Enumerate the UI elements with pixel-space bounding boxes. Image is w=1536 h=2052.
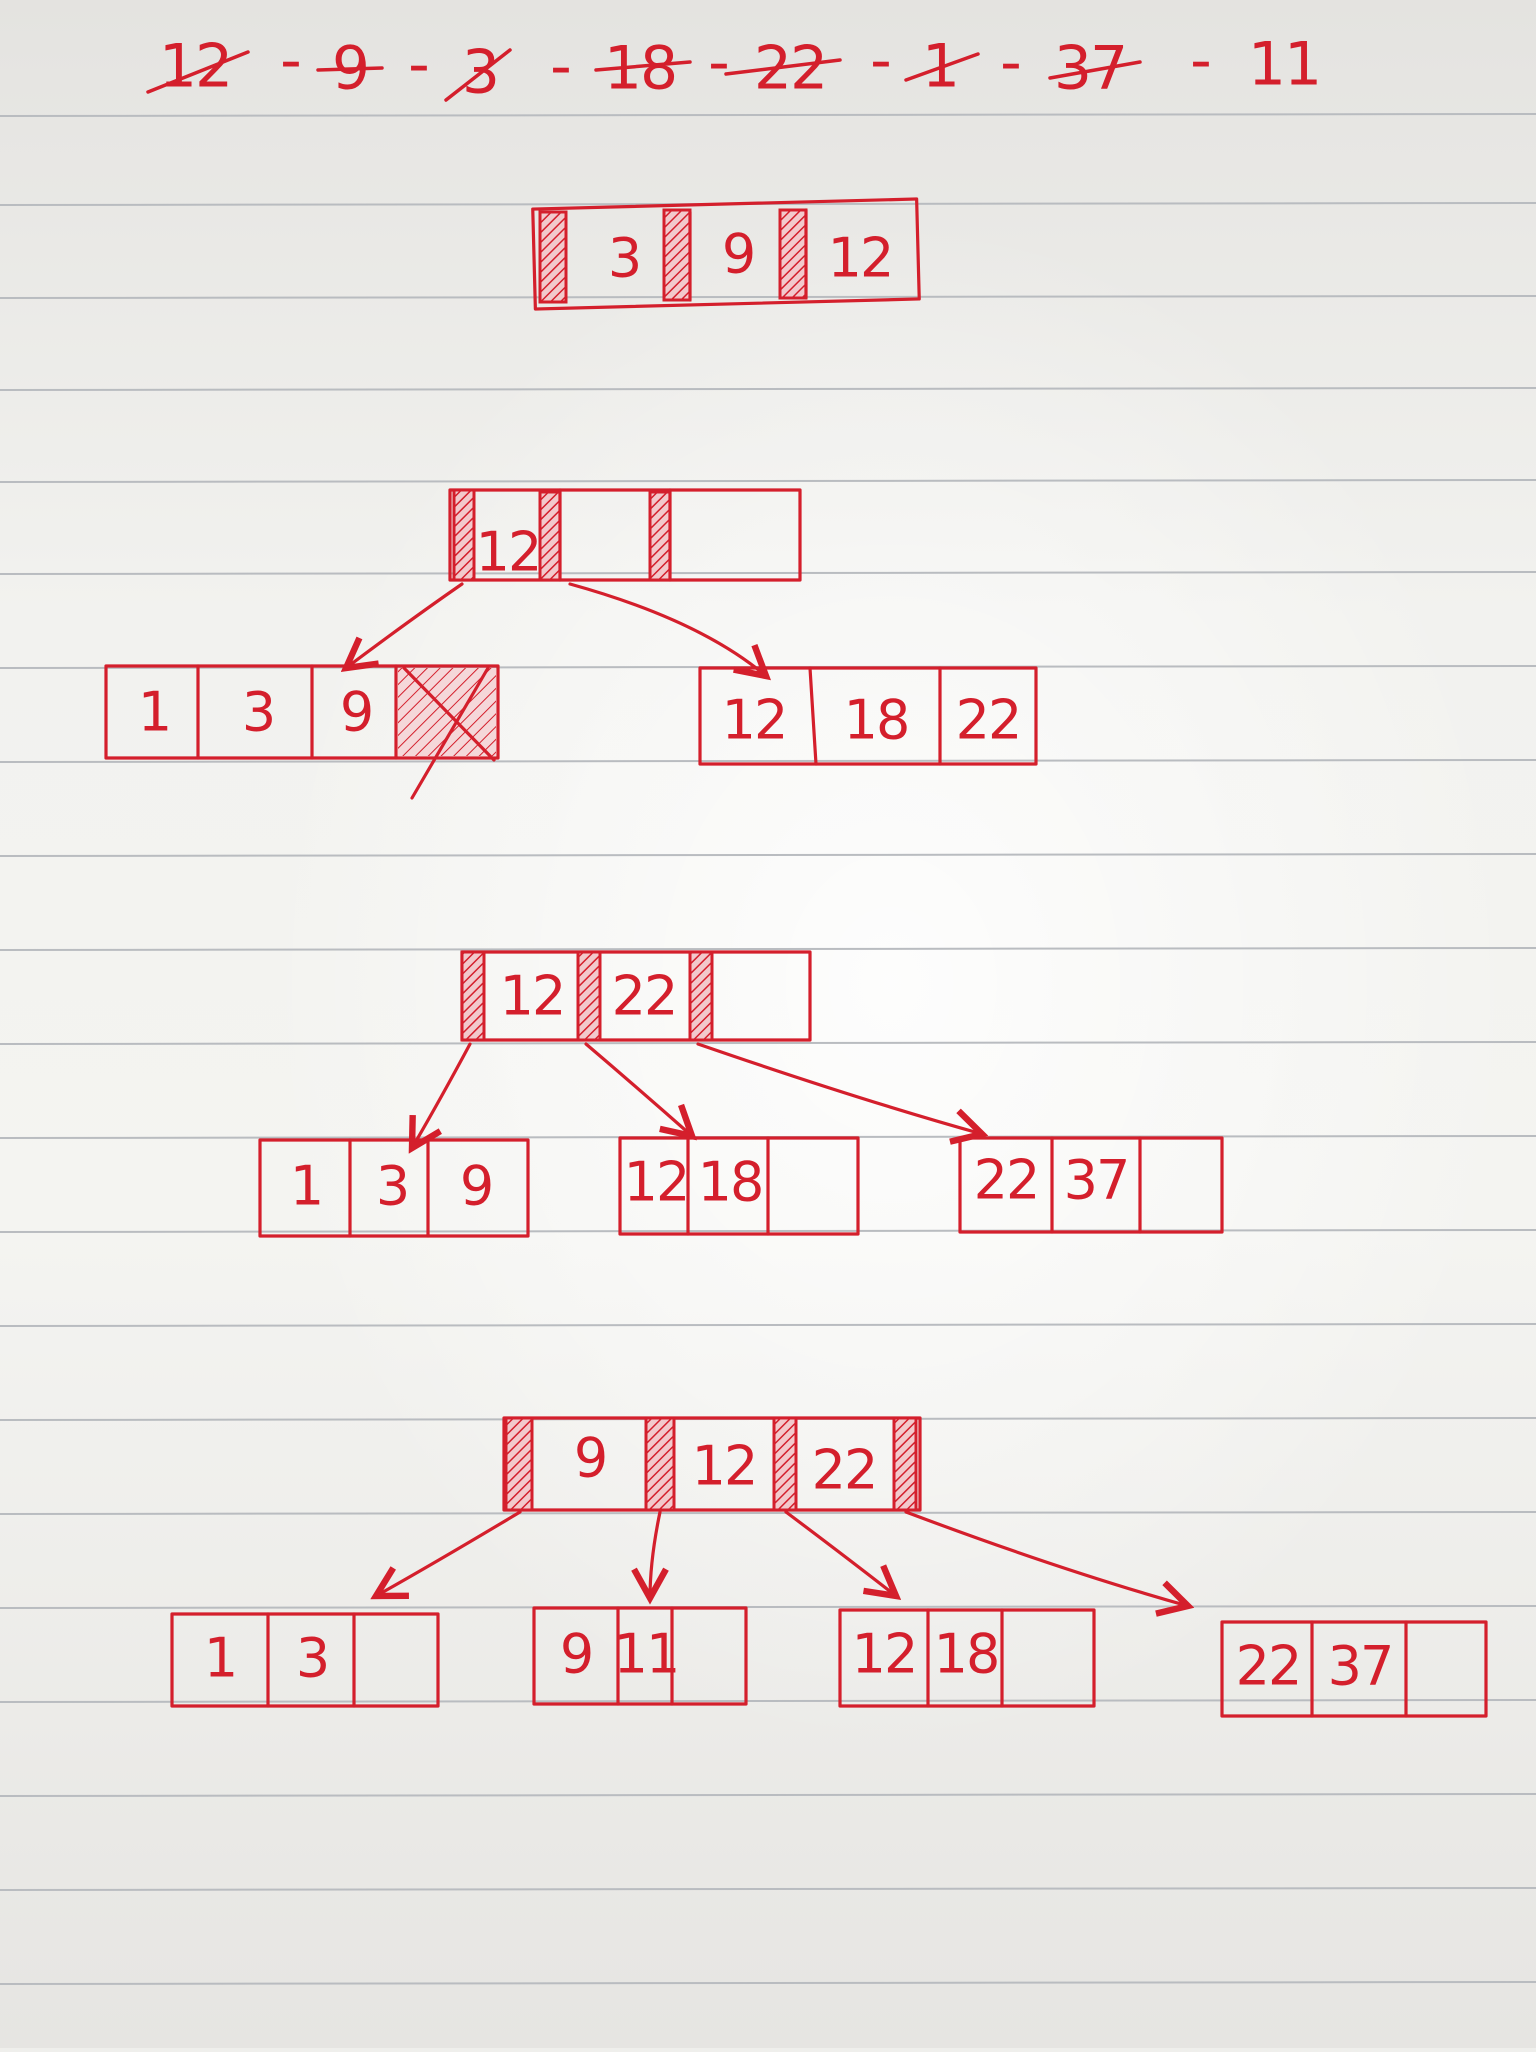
seq-sep-5: - [870,26,890,96]
step4-root-key-2: 12 [692,1435,757,1498]
step3-leaf1-key-3: 9 [460,1155,492,1218]
seq-22-strike [724,58,842,76]
step4-leaf-4: 22 37 [1220,1620,1488,1718]
step4-leaf2-key-2: 11 [614,1623,679,1686]
seq-18-strike [594,60,692,72]
step2-arrow-right [568,582,766,676]
pointer-slot [662,208,692,302]
step4-leaf4-key-2: 37 [1328,1635,1393,1698]
step2-root-key-1: 12 [476,521,541,584]
step2-leaf-2: 12 18 22 [698,666,1038,766]
step4-leaf2-key-1: 9 [560,1623,592,1686]
step4-leaf-2: 9 11 [532,1606,748,1706]
pointer-slot [538,490,562,582]
step3-leaf-1: 1 3 9 [258,1138,530,1238]
step4-leaf1-key-2: 3 [296,1627,328,1690]
seq-sep-1: - [280,26,300,96]
step3-arrow-1 [412,1042,472,1148]
step4-leaf3-key-2: 18 [934,1623,999,1686]
seq-37: 37 [1054,34,1126,104]
cross-mark [410,666,490,800]
step3-arrow-2 [584,1042,692,1136]
step1-key-1: 3 [608,227,640,290]
step1-key-2: 9 [722,223,754,286]
pointer-slot [688,950,714,1042]
step3-root-key-1: 12 [500,965,565,1028]
step4-leaf1-key-1: 1 [204,1627,236,1690]
pointer-slot [504,1416,534,1512]
step3-leaf3-key-1: 22 [974,1149,1039,1212]
step4-arrow-4 [904,1510,1188,1606]
pointer-slot [648,490,672,582]
step3-leaf-3: 22 37 [958,1136,1224,1234]
seq-sep-3: - [550,32,570,102]
seq-12: 12 [159,32,231,102]
step1-node: 3 9 12 [531,197,921,311]
insertion-sequence: 12 - 9 - 3 - 18 - 22 - 1 - 37 - 11 [146,26,1322,108]
step2-leaf2-key-3: 22 [956,689,1021,752]
step4-root-key-3: 22 [812,1439,877,1502]
cross-mark [402,666,496,762]
pointer-slot [772,1416,798,1512]
pointer-slot [538,210,568,304]
seq-12-strike [146,50,250,94]
step3-leaf3-key-2: 37 [1064,1149,1129,1212]
step3-root: 12 22 [460,950,812,1042]
step2-leaf2-key-2: 18 [844,689,909,752]
step4-root: 9 12 22 [502,1416,922,1512]
seq-11: 11 [1248,30,1320,100]
step2-tree: 12 1 3 9 12 18 22 [104,488,1038,800]
step2-root: 12 [448,488,802,584]
ruled-lines [0,113,1536,1985]
step2-leaf1-key-1: 1 [138,681,170,744]
seq-sep-7: - [1190,26,1210,96]
pointer-slot [460,950,486,1042]
seq-sep-6: - [1000,28,1020,98]
step2-arrow-left [346,582,464,668]
seq-sep-2: - [408,30,428,100]
step2-leaf1-key-2: 3 [242,681,274,744]
step3-leaf1-key-1: 1 [290,1155,322,1218]
step4-root-key-1: 9 [574,1427,606,1490]
seq-9-strike [316,66,384,72]
step3-tree: 12 22 1 3 9 12 18 22 37 [258,950,1224,1238]
pointer-slot [452,488,476,582]
step2-leaf-1: 1 3 9 [104,664,500,800]
seq-1-strike [904,52,980,82]
step4-tree: 9 12 22 1 3 9 11 12 18 [170,1416,1488,1718]
step3-leaf-2: 12 18 [618,1136,860,1236]
seq-sep-4: - [708,28,728,98]
step3-leaf2-key-2: 18 [698,1151,763,1214]
step4-leaf-3: 12 18 [838,1608,1096,1708]
step4-leaf-1: 1 3 [170,1612,440,1708]
seq-37-strike [1048,60,1142,80]
step3-arrow-3 [696,1042,982,1134]
step4-arrow-1 [376,1510,522,1596]
step3-leaf1-key-2: 3 [376,1155,408,1218]
step3-leaf2-key-1: 12 [624,1151,689,1214]
seq-3-strike [444,48,512,102]
step4-arrow-2 [650,1510,660,1598]
pointer-slot [892,1416,918,1512]
step2-leaf1-key-3: 9 [340,681,372,744]
step4-leaf3-key-1: 12 [852,1623,917,1686]
step1-key-3: 12 [828,227,893,290]
step2-leaf2-key-1: 12 [722,689,787,752]
step3-root-key-2: 22 [612,965,677,1028]
step4-arrow-3 [784,1510,896,1596]
pointer-slot [644,1416,676,1512]
pointer-slot [576,950,602,1042]
pointer-slot [778,208,808,300]
step4-leaf4-key-1: 22 [1236,1635,1301,1698]
